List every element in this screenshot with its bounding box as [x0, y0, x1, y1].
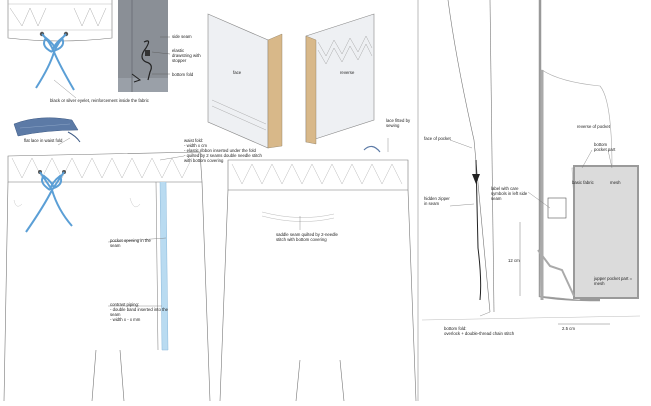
label-lace-fitted: lace fitted by sewing: [386, 118, 411, 128]
drawstring-front: [25, 171, 73, 233]
label-waist-fold: waist fold: - width x cm - elastic ribbo…: [184, 138, 262, 163]
label-care-label: label with care symbols in left side sea…: [491, 186, 528, 201]
shorts-back: [219, 145, 417, 402]
label-side-seam: side seam: [172, 34, 192, 39]
label-elastic-drawstring: elastic drawstring with stopper: [172, 48, 201, 63]
mesh-panel: [573, 165, 639, 299]
face-panel: [207, 13, 283, 149]
label-dim-12: 12 cm: [508, 258, 520, 263]
label-basic-fabric: basic fabric: [572, 180, 594, 185]
label-reverse-of-pocket: reverse of pocket: [577, 124, 610, 129]
cord-stopper-icon: [141, 40, 152, 81]
label-bottom-pocket: bottom pocket part: [594, 142, 616, 152]
label-dim-25: 2.5 cm: [562, 326, 575, 331]
hidden-zipper: [475, 159, 482, 301]
label-bottom-fold-top: bottom fold: [172, 72, 194, 77]
label-reverse: reverse: [340, 70, 355, 75]
reverse-panel: [305, 13, 375, 145]
care-label-icon: [547, 197, 567, 219]
label-bottom-fold-bottom: bottom fold: overlock + double-thread ch…: [444, 326, 515, 336]
label-hidden-zipper: hidden zipper in seam: [424, 196, 450, 206]
zipper-pull-icon: [472, 174, 480, 184]
label-face: face: [233, 70, 242, 75]
label-mesh: mesh: [610, 180, 621, 185]
elastic-drawstring-panel: [118, 0, 168, 92]
drawstring: [35, 33, 75, 91]
pocket-detail: [421, 0, 641, 325]
label-pocket-opening: pocket opening in the seam: [110, 238, 151, 248]
waistband-detail: [7, 0, 113, 91]
label-flat-lace: flat lace in waist fold: [24, 138, 63, 143]
label-jupper-pocket: jupper pocket part = mesh: [594, 276, 633, 286]
flat-lace: [13, 117, 81, 143]
label-contrast-piping: contrast piping: - double band inserted …: [110, 302, 169, 322]
label-saddle-seam: saddle seam quilted by 2-needle stitch w…: [276, 232, 338, 242]
contrast-piping: [159, 181, 169, 351]
label-face-of-pocket: face of pocket: [424, 136, 451, 141]
shorts-front: [3, 151, 211, 402]
label-eyelet: black or silver eyelet, reinforcement in…: [50, 98, 149, 103]
